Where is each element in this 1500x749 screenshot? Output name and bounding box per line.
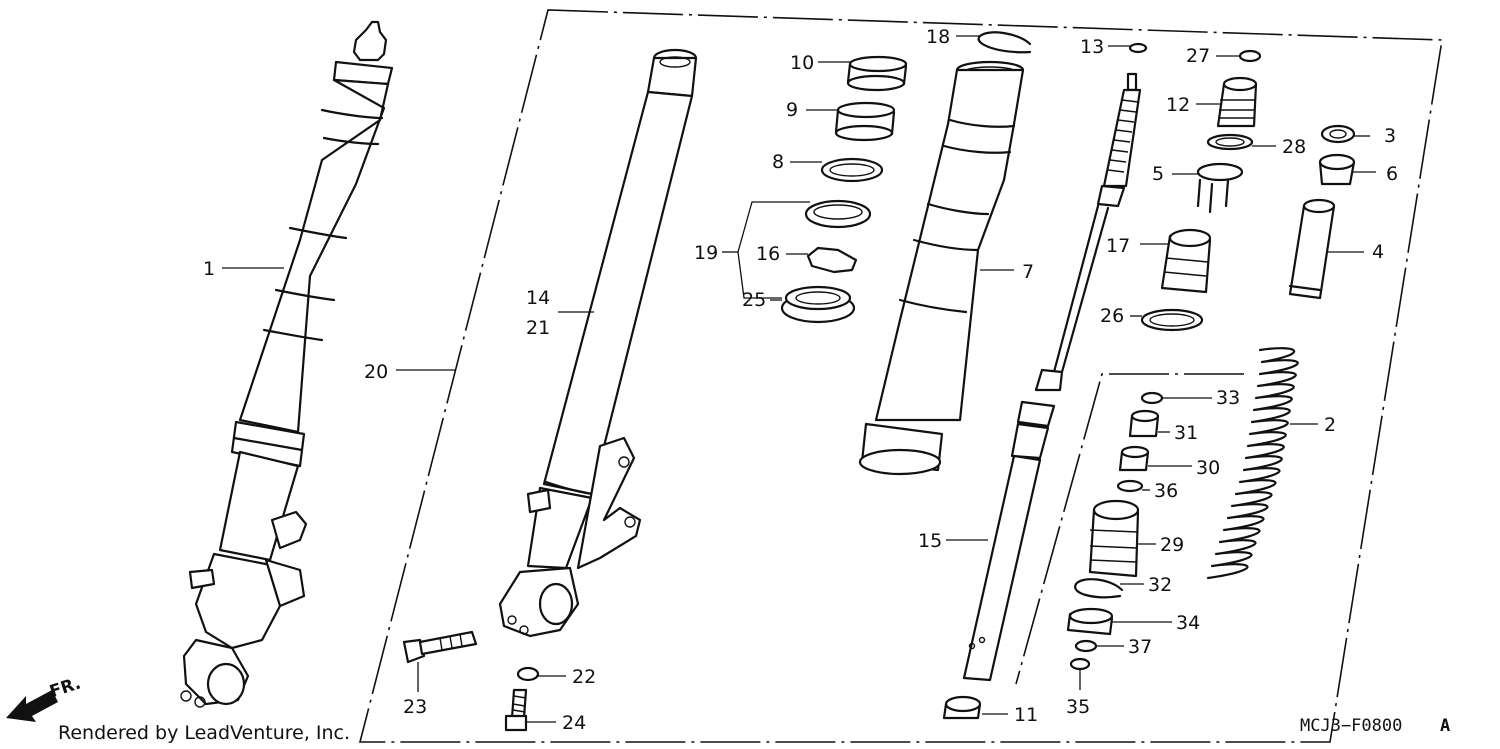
callout-2: 2 — [1324, 414, 1336, 436]
washer-3[interactable] — [1320, 124, 1356, 144]
callout-10: 10 — [790, 52, 814, 74]
callout-24: 24 — [562, 712, 586, 734]
front-direction-marker: FR. — [6, 674, 83, 722]
bolt-24[interactable] — [504, 688, 528, 732]
washer-37[interactable] — [1074, 639, 1098, 653]
callout-7: 7 — [1022, 261, 1034, 283]
callout-29: 29 — [1160, 534, 1184, 556]
callout-35: 35 — [1066, 696, 1090, 718]
washer-13[interactable] — [1128, 42, 1148, 54]
callout-32: 32 — [1148, 574, 1172, 596]
callout-28: 28 — [1282, 136, 1306, 158]
callout-20: 20 — [364, 361, 388, 383]
exploded-view-frame — [358, 9, 1443, 743]
damper-rod[interactable] — [962, 72, 1142, 682]
front-label: FR. — [47, 674, 83, 703]
callout-3: 3 — [1384, 125, 1396, 147]
rubber-29[interactable] — [1088, 499, 1140, 578]
fork-inner-tube[interactable] — [858, 60, 1025, 476]
callout-37: 37 — [1128, 636, 1152, 658]
callout-numbers: 1 2 3 4 5 6 7 8 9 10 11 12 13 14 15 16 1… — [203, 26, 1398, 734]
diagram-code: MCJ3−F0800 — [1300, 716, 1402, 736]
callout-5: 5 — [1152, 163, 1164, 185]
callout-9: 9 — [786, 99, 798, 121]
callout-22: 22 — [572, 666, 596, 688]
callout-16: 16 — [756, 243, 780, 265]
callout-4: 4 — [1372, 241, 1384, 263]
piston-34[interactable] — [1066, 607, 1114, 636]
callout-25: 25 — [742, 289, 766, 311]
spring-2[interactable] — [1206, 347, 1299, 580]
circlip-32[interactable] — [1074, 578, 1124, 599]
callout-15: 15 — [918, 530, 942, 552]
callout-33: 33 — [1216, 387, 1240, 409]
rubber-boot-17[interactable] — [1160, 228, 1212, 294]
circlip-18[interactable] — [977, 31, 1032, 54]
bushing-9[interactable] — [834, 101, 896, 142]
stopper-ring-16[interactable] — [806, 246, 858, 274]
washer-8[interactable] — [820, 157, 884, 183]
nut-31[interactable] — [1128, 409, 1160, 438]
callout-leaders — [222, 35, 1376, 723]
callout-11: 11 — [1014, 704, 1038, 726]
bolt-23[interactable] — [402, 630, 478, 664]
diagram-code-suffix: A — [1440, 716, 1450, 736]
oil-lock-piece-11[interactable] — [942, 695, 982, 720]
callout-13: 13 — [1080, 36, 1104, 58]
front-arrow-icon — [6, 690, 58, 722]
callout-19: 19 — [694, 242, 718, 264]
cap-12[interactable] — [1216, 76, 1258, 128]
dust-seal-25[interactable] — [780, 285, 856, 324]
fork-slider-outer-tube[interactable] — [498, 48, 698, 638]
callout-21: 21 — [526, 317, 550, 339]
oil-seal-19[interactable] — [804, 199, 872, 229]
callout-26: 26 — [1100, 305, 1124, 327]
callout-23: 23 — [403, 696, 427, 718]
callout-17: 17 — [1106, 235, 1130, 257]
washer-28[interactable] — [1206, 133, 1254, 151]
nut-30[interactable] — [1118, 445, 1150, 472]
washer-36[interactable] — [1116, 479, 1144, 493]
callout-27: 27 — [1186, 45, 1210, 67]
damper-subassembly-bracket — [1015, 373, 1244, 685]
callout-6: 6 — [1386, 163, 1398, 185]
front-fork-assembly[interactable] — [180, 20, 394, 708]
callout-1: 1 — [203, 258, 215, 280]
callout-31: 31 — [1174, 422, 1198, 444]
washer-33[interactable] — [1140, 391, 1164, 405]
callout-34: 34 — [1176, 612, 1200, 634]
washer-22[interactable] — [516, 666, 540, 682]
callout-30: 30 — [1196, 457, 1220, 479]
collar-4[interactable] — [1288, 198, 1336, 300]
seat-6[interactable] — [1318, 153, 1356, 186]
callout-14: 14 — [526, 287, 550, 309]
rendered-by-credit: Rendered by LeadVenture, Inc. — [58, 722, 350, 744]
callout-18: 18 — [926, 26, 950, 48]
washer-26[interactable] — [1140, 308, 1204, 332]
washer-27[interactable] — [1238, 49, 1262, 63]
callout-36: 36 — [1154, 480, 1178, 502]
washer-35[interactable] — [1069, 657, 1091, 671]
callout-12: 12 — [1166, 94, 1190, 116]
callout-8: 8 — [772, 151, 784, 173]
stopper-plate-5[interactable] — [1196, 162, 1244, 214]
bushing-10[interactable] — [846, 55, 908, 92]
